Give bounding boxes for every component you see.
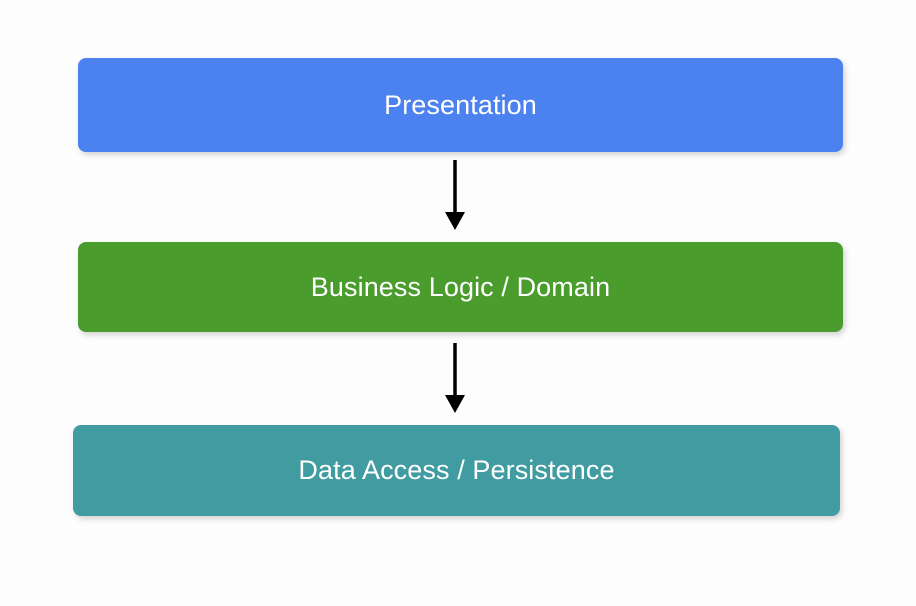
layer-label-presentation: Presentation [384, 89, 537, 120]
arrow-down-glyph [445, 343, 465, 413]
layer-label-data-access: Data Access / Persistence [298, 455, 615, 485]
arrow-down-icon-business-to-data [435, 343, 475, 415]
arrow-down-icon-presentation-to-business [435, 160, 475, 232]
arrow-down-glyph [445, 160, 465, 230]
layer-box-data-access[interactable]: Data Access / Persistence [73, 425, 840, 516]
layer-box-business-logic[interactable]: Business Logic / Domain [78, 242, 843, 332]
layer-box-presentation[interactable]: Presentation [78, 58, 843, 152]
layer-label-business-logic: Business Logic / Domain [310, 271, 611, 302]
